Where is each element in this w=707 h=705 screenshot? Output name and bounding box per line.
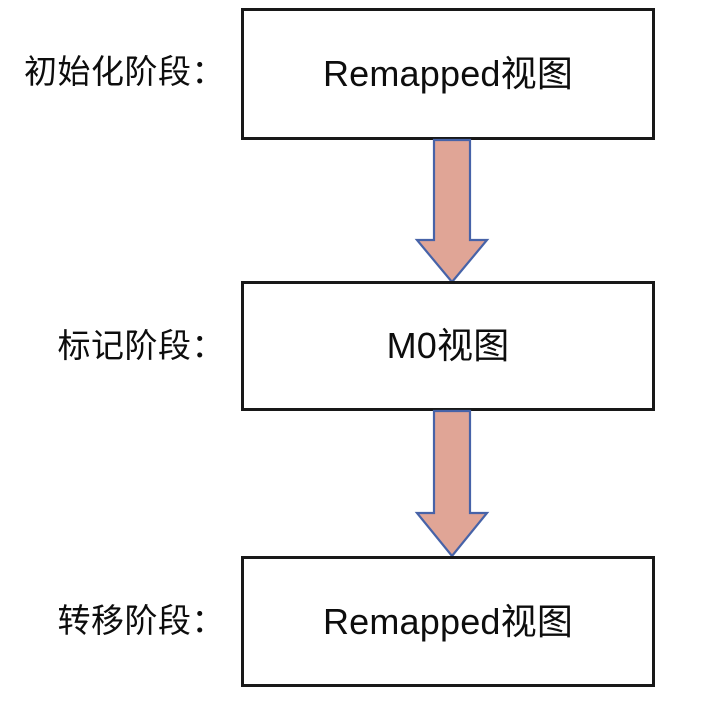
node-box-transfer[interactable]: Remapped视图 bbox=[241, 556, 655, 687]
node-label-initialization: Remapped视图 bbox=[322, 53, 574, 94]
node-box-marking[interactable]: M0视图 bbox=[241, 281, 655, 411]
node-label-transfer: Remapped视图 bbox=[322, 600, 574, 642]
stage-label-transfer: 转移阶段： bbox=[57, 602, 225, 639]
arrow-down-initialization-to-marking bbox=[414, 138, 490, 284]
stage-label-initialization: 初始化阶段： bbox=[24, 53, 225, 90]
node-label-marking: M0视图 bbox=[386, 325, 510, 366]
arrow-down-marking-to-transfer bbox=[414, 409, 490, 558]
stage-label-marking: 标记阶段： bbox=[57, 327, 225, 364]
node-box-initialization[interactable]: Remapped视图 bbox=[241, 8, 655, 140]
